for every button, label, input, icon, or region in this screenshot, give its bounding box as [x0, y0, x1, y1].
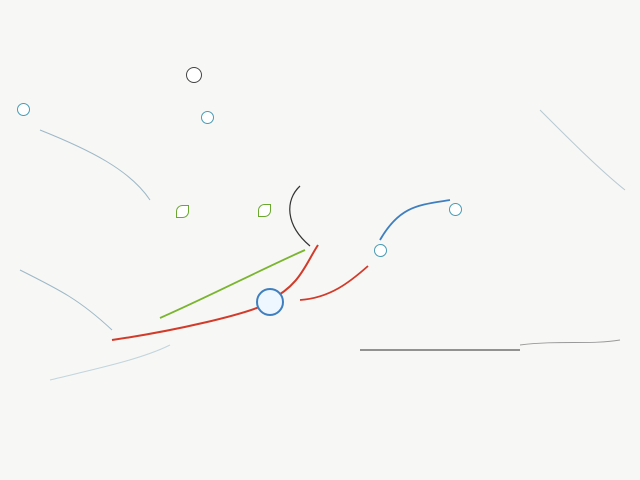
red-main-connector [111, 305, 263, 341]
faint-upper-left-connector [39, 129, 151, 201]
leaf-icon [258, 204, 271, 217]
faint-left-connector [19, 269, 113, 331]
center-left-r2-icon [201, 111, 214, 124]
center-r3-icon [374, 244, 387, 257]
face-icon [186, 67, 202, 83]
green-connector [159, 249, 306, 319]
gray-right-connector [519, 339, 621, 346]
faint-right-connector [539, 109, 626, 191]
center-node [256, 288, 284, 316]
faint-lower-left-connector [49, 344, 171, 381]
leaf-icon-2 [176, 205, 189, 218]
blue-right-connector [379, 199, 451, 241]
dark-top-connector [289, 185, 311, 247]
red-right-connector [299, 265, 369, 301]
center-right-r3-icon [449, 203, 462, 216]
left-top-icon [17, 103, 30, 116]
